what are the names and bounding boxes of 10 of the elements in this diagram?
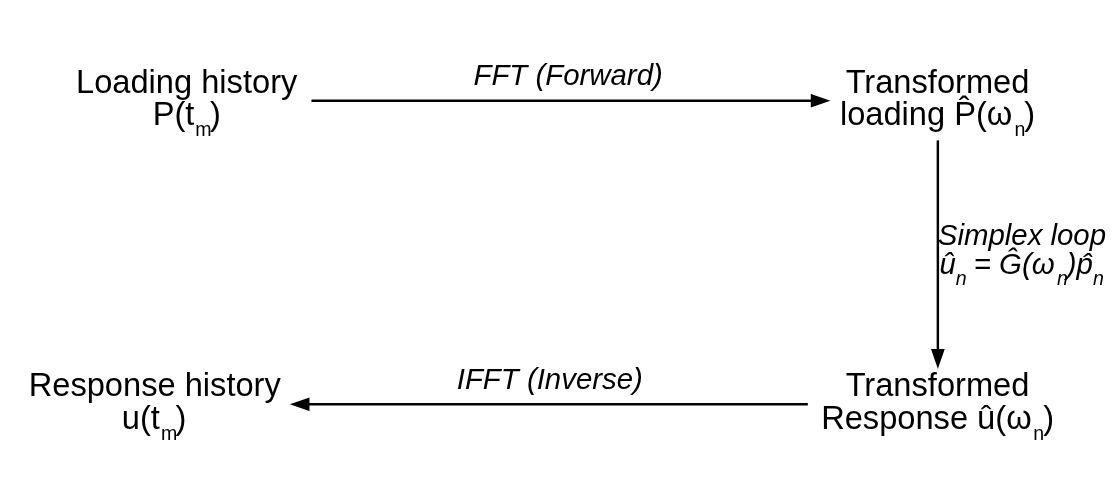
node-text: Transformed loading P̂(ω$_{n}$) bbox=[839, 62, 1036, 140]
node-text: Transformed Response û(ω$_{n}$) bbox=[821, 365, 1055, 444]
edge-label: Simplex loop û$_{n}$ = Ĝ(ω$_{n}$)p̂$_{n}$ bbox=[937, 217, 1107, 289]
node-text: Response history u(t$_{m}$) bbox=[28, 365, 281, 444]
node-text: Loading history P(t$_{m}$) bbox=[76, 62, 298, 140]
arrow bbox=[931, 139, 945, 369]
edge-label: IFFT (Inverse) bbox=[456, 361, 643, 395]
arrow bbox=[311, 93, 831, 108]
arrow bbox=[289, 396, 808, 411]
edge-label: FFT (Forward) bbox=[473, 57, 663, 91]
